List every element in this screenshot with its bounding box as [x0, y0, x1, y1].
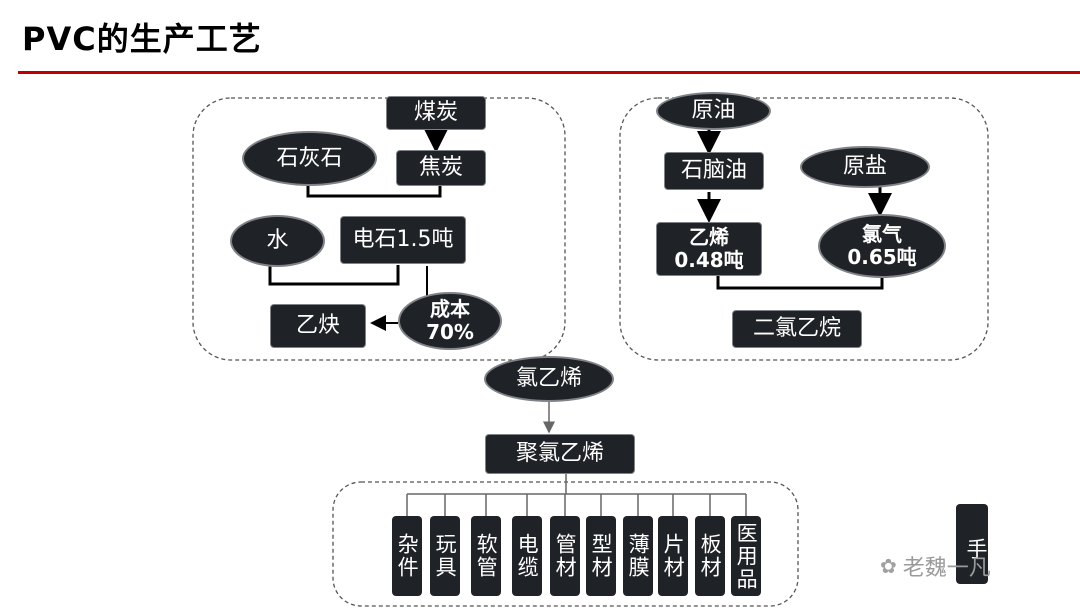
product-cable: 电缆 — [512, 516, 542, 596]
vcm-node: 氯乙烯 — [484, 356, 614, 402]
ethylene-node: 乙烯 0.48吨 — [656, 222, 762, 276]
pvc-node: 聚氯乙烯 — [485, 434, 635, 474]
product-pipe: 管材 — [550, 516, 580, 596]
product-film: 薄膜 — [623, 516, 653, 596]
watermark: ✿ 老魏一凡 — [880, 550, 991, 582]
crude-oil-node: 原油 — [656, 92, 771, 130]
acetylene-node: 乙炔 — [270, 304, 366, 348]
product-profile: 型材 — [586, 516, 616, 596]
coal-node: 煤炭 — [386, 96, 486, 130]
page-title: PVC的生产工艺 — [22, 20, 262, 58]
salt-node: 原盐 — [800, 146, 930, 188]
coal-route-group — [192, 97, 566, 361]
water-node: 水 — [230, 215, 325, 267]
coke-node: 焦炭 — [396, 150, 486, 186]
product-hose: 软管 — [471, 516, 501, 596]
cost-node: 成本 70% — [398, 292, 502, 350]
product-sheet: 片材 — [658, 516, 688, 596]
edc-node: 二氯乙烷 — [732, 310, 862, 348]
wechat-icon: ✿ — [880, 554, 897, 578]
product-board: 板材 — [695, 516, 725, 596]
oil-route-group — [619, 97, 989, 361]
limestone-node: 石灰石 — [242, 131, 377, 186]
product-misc: 杂件 — [392, 516, 422, 596]
title-divider — [18, 71, 1080, 74]
product-medical: 医用品 — [731, 516, 761, 596]
chlorine-node: 氯气 0.65吨 — [818, 214, 946, 278]
naphtha-node: 石脑油 — [664, 152, 764, 190]
watermark-text: 老魏一凡 — [902, 556, 991, 581]
product-toys: 玩具 — [430, 516, 460, 596]
side-box: 手 — [956, 504, 988, 584]
calcium-carbide-node: 电石1.5吨 — [340, 216, 466, 264]
